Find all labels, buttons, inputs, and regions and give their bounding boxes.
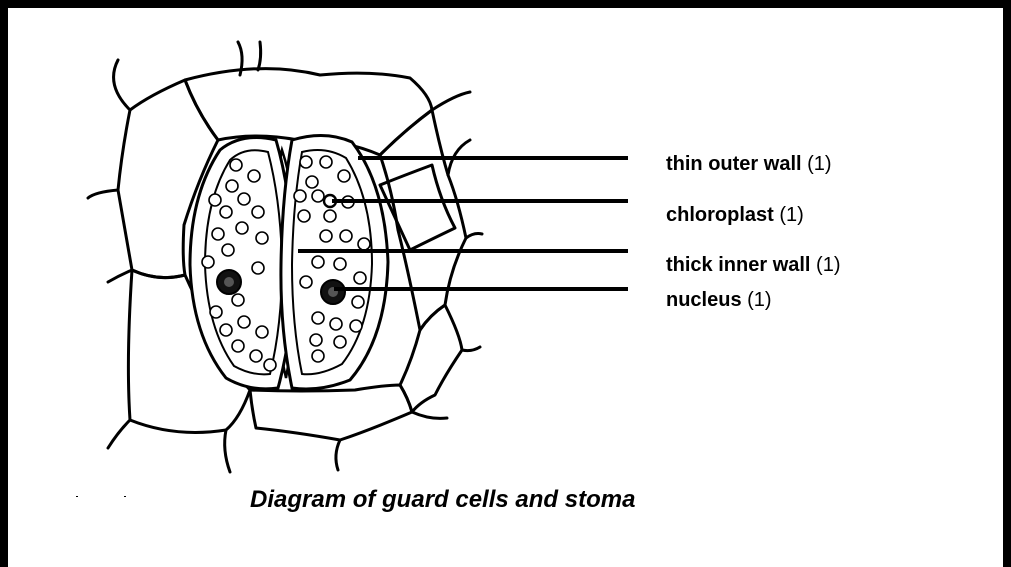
label-term: thin outer wall bbox=[666, 153, 802, 175]
label-mark: (1) bbox=[747, 289, 771, 311]
label-nucleus: nucleus (1) bbox=[666, 290, 772, 310]
label-thin-outer-wall: thin outer wall (1) bbox=[666, 154, 832, 174]
label-thick-inner-wall: thick inner wall (1) bbox=[666, 255, 841, 275]
scan-specks bbox=[76, 496, 126, 497]
label-chloroplast: chloroplast (1) bbox=[666, 205, 804, 225]
diagram-caption: Diagram of guard cells and stoma bbox=[250, 486, 635, 514]
label-mark: (1) bbox=[816, 254, 840, 276]
label-mark: (1) bbox=[807, 153, 831, 175]
label-term: chloroplast bbox=[666, 204, 774, 226]
label-term: nucleus bbox=[666, 289, 742, 311]
label-mark: (1) bbox=[779, 204, 803, 226]
label-term: thick inner wall bbox=[666, 254, 810, 276]
